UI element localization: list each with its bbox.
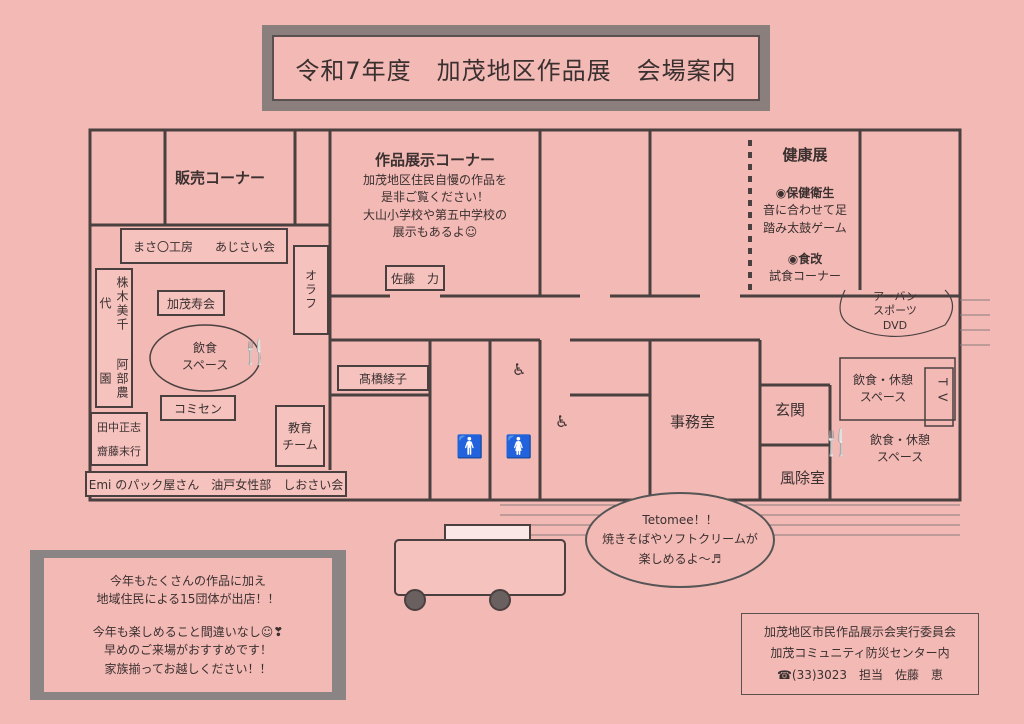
committee-info: 加茂地区市民作品展示会実行委員会 加茂コミュニティ防災センター内 ☎(33)30…	[741, 613, 979, 695]
stall-masa: まさ〇工房	[132, 239, 193, 254]
food-truck-bubble: Tetomee！！ 焼きそばやソフトクリームが 楽しめるよ～♬	[585, 492, 775, 588]
dining-line: スペース	[181, 358, 229, 373]
health-line: 試食コーナー	[768, 269, 841, 284]
health-item-title: ◉食改	[787, 251, 823, 266]
entrance-label: 玄関	[775, 401, 806, 419]
health-line: 音に合わせて足	[762, 203, 847, 218]
stall-ajisai: あじさい会	[214, 239, 275, 254]
exhibit-corner: 作品展示コーナー 加茂地区住民自慢の作品を 是非ご覧ください！ 大山小学校や第五…	[340, 150, 530, 241]
stall-kabuki: 株木美千代	[98, 275, 129, 332]
health-item-title: ◉保健衛生	[775, 185, 835, 200]
urban-line: DVD	[882, 318, 908, 332]
dining-space: 飲食 スペース	[180, 340, 230, 375]
windbreak-label: 風除室	[780, 469, 826, 487]
health-title: 健康展	[782, 146, 828, 164]
exhibit-line: 展示もあるよ☺	[392, 224, 478, 239]
stall-komisen: コミセン	[160, 395, 236, 421]
rest-line: 飲食・休憩	[852, 373, 913, 387]
message-line: 今年もたくさんの作品に加え	[109, 573, 266, 588]
exhibit-line: 大山小学校や第五中学校の	[362, 207, 507, 222]
title-banner: 令和7年度 加茂地区作品展 会場案内	[262, 25, 770, 111]
restroom-woman-icon: 🚺	[505, 435, 533, 460]
urban-line: スポーツ	[873, 304, 917, 318]
rest-space-2: 飲食・休憩 スペース	[860, 432, 940, 467]
message-line: 家族揃ってお越しください！！	[104, 661, 272, 676]
exhibit-corner-title: 作品展示コーナー	[374, 151, 495, 169]
office-label: 事務室	[670, 413, 716, 431]
urban-sports-dvd: アーバン スポーツ DVD	[855, 290, 935, 333]
committee-contact: ☎(33)3023 担当 佐藤 恵	[776, 667, 944, 682]
message-line: 早めのご来場がおすすめです！	[103, 643, 272, 658]
stall-olaf: オラフ	[293, 245, 329, 335]
bubble-line: Tetomee！！	[642, 513, 718, 528]
urban-line: アーバン	[873, 290, 917, 303]
message-line: 今年も楽しめること間違いなし☺❣	[92, 624, 284, 639]
restroom-man-icon: 🚹	[456, 435, 484, 460]
fork-spoon-icon: 🍴	[240, 338, 270, 366]
exhibit-line: 是非ご覧ください！	[380, 190, 489, 205]
exhibit-line: 加茂地区住民自慢の作品を	[362, 172, 507, 187]
message-line: 地域住民による15団体が出店！！	[96, 592, 280, 607]
stall-abe: 阿部農園	[98, 357, 129, 400]
wheelchair-icon: ♿	[555, 412, 570, 431]
stall-kyoiku-line: チーム	[282, 438, 318, 452]
stall-tanaka: 田中正志	[97, 421, 141, 434]
stall-kamo-kotobuki: 加茂寿会	[157, 290, 225, 316]
rest-space-1: 飲食・休憩 スペース	[843, 372, 923, 407]
stall-column-lower: 田中正志 齋藤末行	[90, 412, 148, 466]
message-box: 今年もたくさんの作品に加え 地域住民による15団体が出店！！ 今年も楽しめること…	[30, 550, 346, 700]
page-title: 令和7年度 加茂地区作品展 会場案内	[272, 35, 760, 101]
stall-takahashi: 髙橋綾子	[337, 365, 429, 391]
bubble-line: 楽しめるよ～♬	[638, 551, 722, 566]
rest-line: スペース	[859, 390, 907, 405]
bubble-line: 焼きそばやソフトクリームが	[602, 532, 758, 547]
stall-kyoiku: 教育 チーム	[275, 405, 325, 467]
dining-line: 飲食	[192, 341, 217, 355]
stall-row-top: まさ〇工房 あじさい会	[120, 228, 288, 264]
rest-line: スペース	[876, 450, 924, 465]
committee-name: 加茂地区市民作品展示会実行委員会	[763, 624, 956, 639]
stall-sato-chikara: 佐藤 力	[385, 265, 445, 291]
fork-spoon-icon: 🍴	[820, 428, 853, 458]
health-line: 踏み太鼓ゲーム	[763, 220, 847, 235]
rest-line: 飲食・休憩	[869, 433, 930, 447]
stall-row-bottom: Emi のパック屋さん 油戸女性部 しおさい会	[85, 471, 347, 497]
health-exhibit: 健康展 ◉保健衛生 音に合わせて足 踏み太鼓ゲーム ◉食改 試食コーナー	[755, 145, 855, 286]
sales-corner-label: 販売コーナー	[175, 169, 266, 187]
tv-label: T V	[935, 378, 950, 404]
wheelchair-icon: ♿	[512, 360, 527, 379]
stall-column-left: 株木美千代 阿部農園	[95, 268, 133, 408]
stall-kyoiku-line: 教育	[287, 421, 312, 435]
committee-location: 加茂コミュニティ防災センター内	[770, 646, 950, 661]
stall-saito: 齋藤末行	[97, 445, 141, 458]
